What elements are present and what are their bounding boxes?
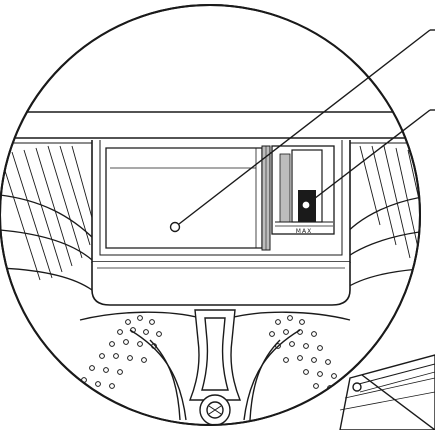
compartment-divider xyxy=(261,145,271,251)
left-side-hatching xyxy=(0,145,95,281)
max-fill-label: MAX xyxy=(296,228,312,235)
softener-pointer-dot xyxy=(301,200,311,210)
lens-contents: MAX xyxy=(0,111,420,425)
zoom-source-line xyxy=(361,374,435,430)
agitator-post xyxy=(188,309,242,425)
detergent-pointer-dot xyxy=(169,221,181,233)
callout-lines xyxy=(178,29,435,430)
drum-perforations xyxy=(81,315,347,393)
softener-compartment: MAX xyxy=(271,145,335,235)
magnifier-lens-outline xyxy=(0,4,421,426)
detergent-compartment xyxy=(105,147,263,249)
drawer-front-lip xyxy=(91,262,351,306)
detergent-callout-line xyxy=(178,29,431,225)
softener-callout-line xyxy=(309,109,431,203)
drum-area xyxy=(79,311,351,421)
